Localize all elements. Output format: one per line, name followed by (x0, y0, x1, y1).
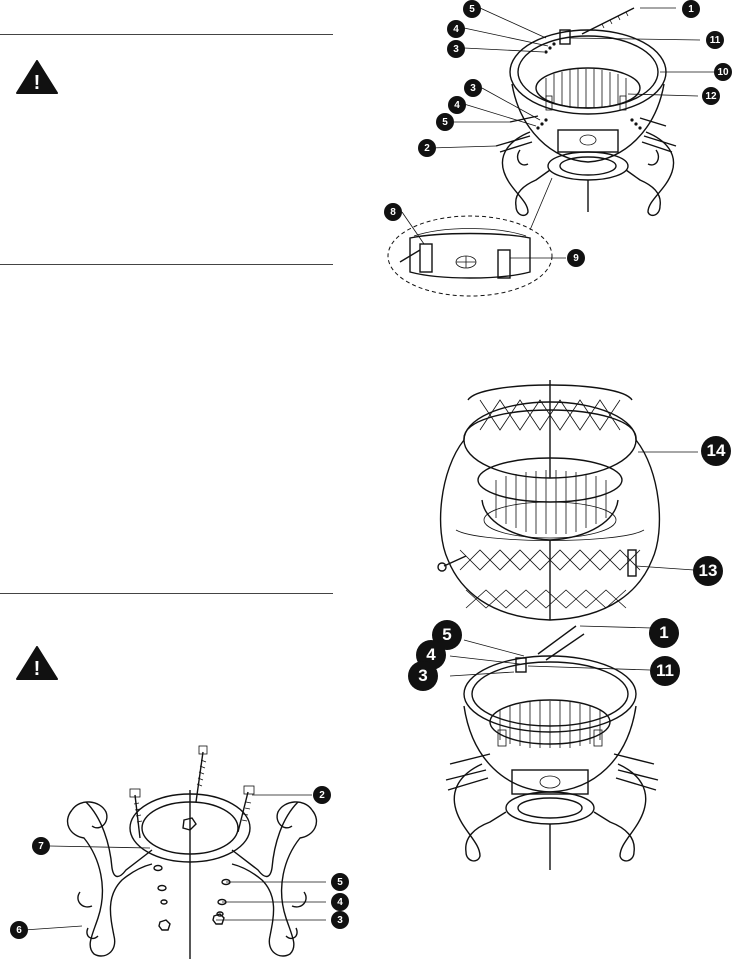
figure-bowl-assembly (387, 7, 714, 297)
callout-2: 2 (418, 139, 436, 157)
callout-10: 10 (714, 63, 732, 81)
callout-1: 1 (682, 0, 700, 18)
callout-3: 3 (464, 79, 482, 97)
figure-chiminea-assembly (437, 380, 698, 870)
callout-3: 3 (447, 40, 465, 58)
callout-8: 8 (384, 203, 402, 221)
section-divider-bottom (0, 593, 333, 594)
section-divider-middle (0, 264, 333, 265)
callout-4: 4 (331, 893, 349, 911)
callout-12: 12 (702, 87, 720, 105)
callout-14: 14 (701, 436, 731, 466)
callout-9: 9 (567, 249, 585, 267)
callout-1: 1 (649, 618, 679, 648)
callout-7: 7 (32, 837, 50, 855)
callout-5: 5 (463, 0, 481, 18)
callout-5: 5 (436, 113, 454, 131)
warning-icon: ! (16, 60, 58, 94)
callout-3: 3 (331, 911, 349, 929)
callout-11: 11 (706, 31, 724, 49)
callout-2: 2 (313, 786, 331, 804)
section-divider-top (0, 34, 333, 35)
warning-symbol: ! (34, 658, 41, 680)
callout-3: 3 (408, 661, 438, 691)
callout-4: 4 (448, 96, 466, 114)
callout-13: 13 (693, 556, 723, 586)
warning-symbol: ! (34, 72, 41, 94)
warning-icon: ! (16, 646, 58, 680)
callout-4: 4 (447, 20, 465, 38)
callout-11: 11 (650, 656, 680, 686)
callout-5: 5 (331, 873, 349, 891)
callout-6: 6 (10, 921, 28, 939)
figure-legs-assembly (23, 745, 326, 959)
